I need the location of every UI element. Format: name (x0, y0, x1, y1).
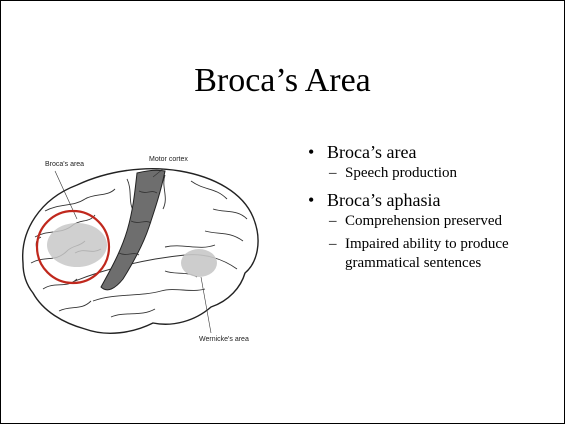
bullet-brocas-area: • Broca’s area (307, 140, 557, 164)
bullet-dot: • (308, 188, 314, 212)
sub-bullet-dash: – (329, 235, 337, 254)
bullet-list: • Broca’s area – Speech production • Bro… (307, 140, 557, 273)
slide-title: Broca’s Area (1, 61, 564, 101)
bullet-text: Broca’s area (327, 142, 416, 162)
sub-bullet-impaired-ability: – Impaired ability to produce grammatica… (307, 235, 557, 273)
sub-bullet-text: Speech production (345, 165, 457, 181)
label-broca-area: Broca's area (45, 161, 84, 168)
wernicke-area-shading (181, 249, 217, 277)
sub-bullet-speech-production: – Speech production (307, 164, 557, 183)
bullet-dot: • (308, 140, 314, 164)
sub-bullet-text: Impaired ability to produce grammatical … (345, 236, 509, 271)
brain-figure: Broca's area Motor cortex Wernicke's are… (15, 151, 275, 356)
bullet-text: Broca’s aphasia (327, 190, 440, 210)
brain-illustration (15, 151, 275, 356)
sub-bullet-comprehension: – Comprehension preserved (307, 212, 557, 231)
broca-area-shading (47, 223, 107, 267)
bullet-brocas-aphasia: • Broca’s aphasia (307, 188, 557, 212)
label-motor-cortex: Motor cortex (149, 156, 188, 163)
label-wernickes-area: Wernicke's area (199, 336, 249, 343)
sub-bullet-dash: – (329, 212, 337, 231)
sub-bullet-text: Comprehension preserved (345, 213, 502, 229)
sub-bullet-dash: – (329, 164, 337, 183)
